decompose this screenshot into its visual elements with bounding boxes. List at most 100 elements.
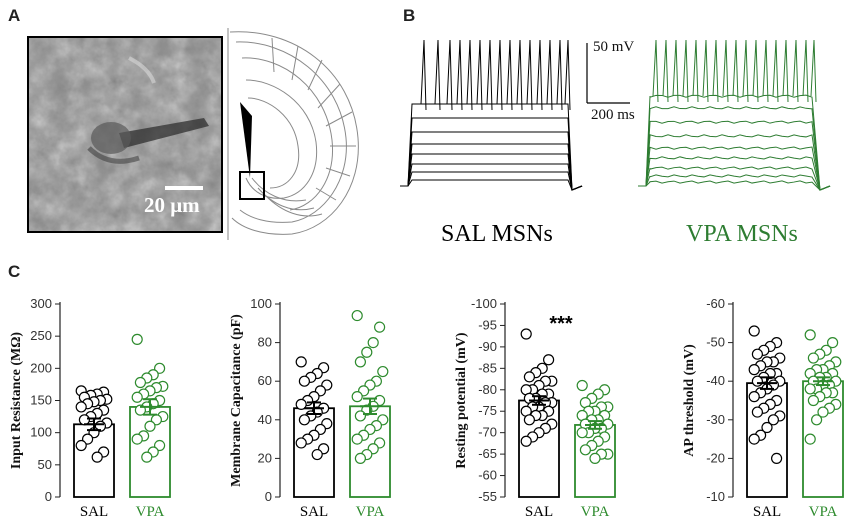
y-tick-label: 250 — [30, 328, 52, 343]
data-point — [377, 365, 389, 378]
sal-voltage-traces — [400, 39, 583, 191]
data-point — [351, 309, 363, 322]
data-point — [295, 356, 307, 368]
data-point — [761, 421, 773, 434]
data-point — [295, 398, 307, 410]
panel-label-c: C — [8, 262, 21, 281]
data-point — [523, 371, 536, 383]
voltage-trace — [638, 174, 831, 191]
y-tick-label: -10 — [706, 489, 725, 504]
data-point — [576, 427, 588, 439]
y-tick-label: -95 — [478, 317, 497, 332]
y-tick-label: 0 — [265, 489, 272, 504]
data-point — [374, 321, 386, 333]
data-point — [295, 437, 307, 449]
data-point — [817, 406, 829, 418]
scale-voltage-label: 50 mV — [593, 39, 635, 55]
data-point — [354, 356, 366, 368]
data-point — [589, 452, 601, 464]
y-tick-label: -90 — [478, 339, 497, 354]
y-tick-label: 50 — [38, 457, 52, 472]
data-point — [523, 414, 536, 426]
data-point — [576, 379, 588, 392]
voltage-trace — [400, 143, 583, 191]
data-point — [748, 391, 760, 403]
data-point — [361, 346, 373, 358]
data-point — [131, 391, 143, 403]
data-point — [579, 444, 592, 456]
data-point — [131, 433, 143, 445]
voltage-trace — [638, 120, 831, 191]
category-label: SAL — [300, 504, 328, 520]
voltage-trace — [638, 180, 831, 191]
voltage-trace — [638, 166, 831, 191]
panel-label-b: B — [403, 6, 416, 25]
data-point — [542, 354, 555, 366]
vpa-caption: VPA MSNs — [686, 221, 798, 247]
recording-pipette — [119, 118, 209, 148]
y-tick-label: 150 — [30, 393, 52, 408]
data-point — [748, 364, 760, 376]
data-point — [810, 414, 823, 426]
data-point — [141, 451, 153, 463]
y-tick-label: -60 — [706, 296, 725, 311]
category-label: SAL — [753, 504, 781, 520]
data-point — [751, 348, 764, 360]
sal-caption: SAL MSNs — [441, 221, 553, 247]
data-point — [351, 391, 363, 403]
data-point — [804, 433, 816, 445]
category-label: VPA — [136, 504, 165, 520]
data-point — [770, 452, 783, 464]
y-axis-label: AP threshold (mV) — [682, 344, 697, 457]
micrograph-texture — [29, 38, 221, 231]
data-point — [520, 328, 532, 340]
data-point — [367, 337, 379, 349]
voltage-trace — [400, 153, 583, 191]
data-point — [75, 439, 87, 452]
y-tick-label: 200 — [30, 360, 52, 375]
spike-train — [652, 39, 817, 103]
data-point — [767, 414, 780, 426]
data-point — [748, 325, 760, 337]
y-tick-label: -40 — [706, 373, 725, 388]
category-label: VPA — [356, 504, 385, 520]
data-point — [520, 435, 532, 447]
category-label: VPA — [809, 504, 838, 520]
micrograph-image — [27, 36, 223, 233]
voltage-trace — [638, 134, 831, 191]
y-tick-label: -85 — [478, 360, 497, 375]
y-tick-label: -70 — [478, 425, 497, 440]
voltage-trace — [400, 171, 583, 191]
data-point — [298, 414, 310, 426]
voltage-trace — [400, 163, 583, 191]
ap-traces — [400, 39, 831, 191]
data-point — [91, 451, 103, 463]
spike-train — [420, 39, 571, 111]
y-tick-label: 40 — [258, 412, 272, 427]
y-tick-label: -75 — [478, 403, 497, 418]
data-point — [144, 420, 156, 432]
data-point — [134, 376, 146, 389]
y-tick-label: -20 — [706, 450, 725, 465]
y-tick-label: -55 — [478, 489, 497, 504]
voltage-trace — [400, 131, 583, 191]
trace-scale-bar — [586, 43, 630, 104]
y-tick-label: 20 — [258, 450, 272, 465]
data-point — [748, 433, 760, 445]
voltage-trace — [638, 146, 831, 191]
data-point — [804, 329, 816, 341]
data-point — [826, 337, 839, 349]
significance-marker: *** — [549, 313, 573, 335]
data-point — [807, 394, 820, 407]
y-tick-label: -65 — [478, 446, 497, 461]
data-point — [351, 433, 363, 445]
scale-bar — [165, 186, 203, 190]
data-point — [75, 401, 87, 413]
neuron-soma — [91, 122, 131, 154]
recording-region-box — [239, 171, 265, 200]
scale-time-label: 200 ms — [591, 107, 635, 123]
data-point — [78, 414, 91, 426]
